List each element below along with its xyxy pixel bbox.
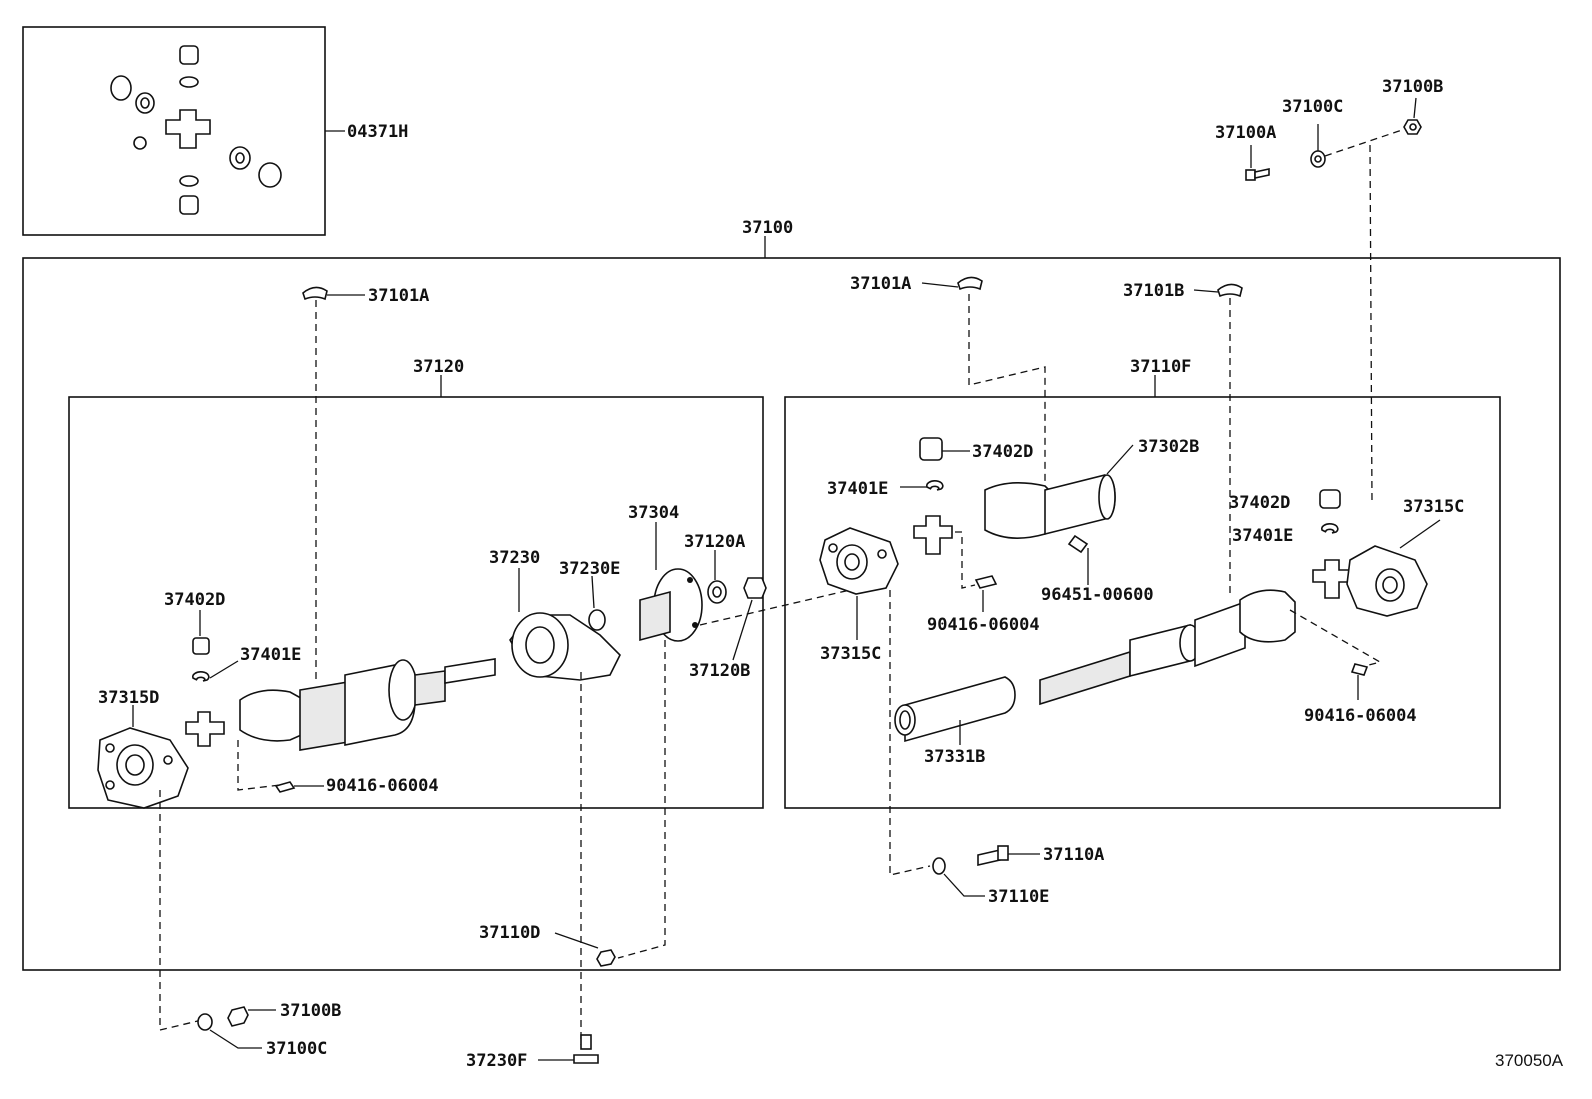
part-label-37331B: 37331B xyxy=(924,747,985,767)
part-label-37101B: 37101B xyxy=(1123,281,1184,301)
bearing-cup-icon xyxy=(1319,489,1341,509)
washer-icon xyxy=(1310,150,1326,168)
sleeve-tube-icon xyxy=(894,676,1016,743)
part-label-37304: 37304 xyxy=(628,503,679,523)
part-label-37401E: 37401E xyxy=(240,645,301,665)
front-propeller-shaft-icon xyxy=(239,658,496,751)
part-label-37315C: 37315C xyxy=(1403,497,1464,517)
part-label-90416-06004: 90416-06004 xyxy=(326,776,439,796)
part-label-37402D: 37402D xyxy=(1229,493,1290,513)
flange-yoke-icon xyxy=(1346,545,1428,617)
slip-yoke-icon xyxy=(984,474,1116,539)
snap-ring-icon xyxy=(926,480,944,491)
part-label-37120B: 37120B xyxy=(689,661,750,681)
companion-flange-icon xyxy=(639,568,703,642)
front-shaft-subassembly-frame xyxy=(68,396,764,809)
diagram-code: 370050A xyxy=(1495,1051,1564,1070)
part-label-37402D: 37402D xyxy=(164,590,225,610)
flange-yoke-icon xyxy=(819,527,899,595)
bolt-icon xyxy=(977,845,1009,867)
nut-icon xyxy=(227,1006,249,1027)
bearing-cup-icon xyxy=(192,637,210,655)
center-support-bearing-icon xyxy=(509,612,621,681)
spider-icon xyxy=(913,515,953,555)
grease-fitting-icon xyxy=(974,575,998,589)
part-label-37230: 37230 xyxy=(489,548,540,568)
lock-plate-icon xyxy=(302,286,328,301)
part-label-37100: 37100 xyxy=(742,218,793,238)
rear-shaft-subassembly-frame xyxy=(784,396,1501,809)
part-label-37101A: 37101A xyxy=(368,286,429,306)
part-label-37120: 37120 xyxy=(413,357,464,377)
rear-propeller-shaft-icon xyxy=(1039,589,1296,706)
bolt-icon xyxy=(573,1034,599,1064)
washer-icon xyxy=(197,1013,213,1031)
part-label-90416-06004: 90416-06004 xyxy=(927,615,1040,635)
part-label-37230F: 37230F xyxy=(466,1051,527,1071)
part-label-37110E: 37110E xyxy=(988,887,1049,907)
part-label-37101A: 37101A xyxy=(850,274,911,294)
part-label-90416-06004: 90416-06004 xyxy=(1304,706,1417,726)
bolt-icon xyxy=(1245,168,1270,181)
part-label-37230E: 37230E xyxy=(559,559,620,579)
part-label-37401E: 37401E xyxy=(1232,526,1293,546)
part-label-37302B: 37302B xyxy=(1138,437,1199,457)
part-label-37315C: 37315C xyxy=(820,644,881,664)
grease-fitting-icon xyxy=(1350,663,1369,676)
spider-icon xyxy=(1312,559,1352,599)
part-label-37401E: 37401E xyxy=(827,479,888,499)
lock-plate-icon xyxy=(957,276,983,291)
nut-icon xyxy=(1403,119,1422,135)
bearing-cup-icon xyxy=(919,437,943,461)
part-label-37100A: 37100A xyxy=(1215,123,1276,143)
part-label-37100B: 37100B xyxy=(1382,77,1443,97)
propeller-shaft-assembly-frame xyxy=(22,257,1561,971)
part-label-96451-00600: 96451-00600 xyxy=(1041,585,1154,605)
part-label-37110A: 37110A xyxy=(1043,845,1104,865)
part-label-37100C: 37100C xyxy=(266,1039,327,1059)
universal-joint-kit-icon xyxy=(110,45,282,215)
flange-yoke-icon xyxy=(97,727,189,809)
part-label-37120A: 37120A xyxy=(684,532,745,552)
lock-plate-icon xyxy=(1217,283,1243,298)
part-label-04371H: 04371H xyxy=(347,122,408,142)
part-label-37315D: 37315D xyxy=(98,688,159,708)
spider-icon xyxy=(185,711,225,747)
part-label-37100B: 37100B xyxy=(280,1001,341,1021)
grease-fitting-icon xyxy=(1067,534,1089,554)
washer-icon xyxy=(932,857,946,875)
grease-fitting-icon xyxy=(274,781,296,793)
nut-icon xyxy=(596,949,616,967)
part-label-37402D: 37402D xyxy=(972,442,1033,462)
part-label-37110D: 37110D xyxy=(479,923,540,943)
snap-ring-icon xyxy=(1321,523,1339,534)
washer-icon xyxy=(588,609,606,631)
part-label-37100C: 37100C xyxy=(1282,97,1343,117)
part-label-37110F: 37110F xyxy=(1130,357,1191,377)
nut-icon xyxy=(743,577,767,599)
snap-ring-icon xyxy=(192,671,210,682)
